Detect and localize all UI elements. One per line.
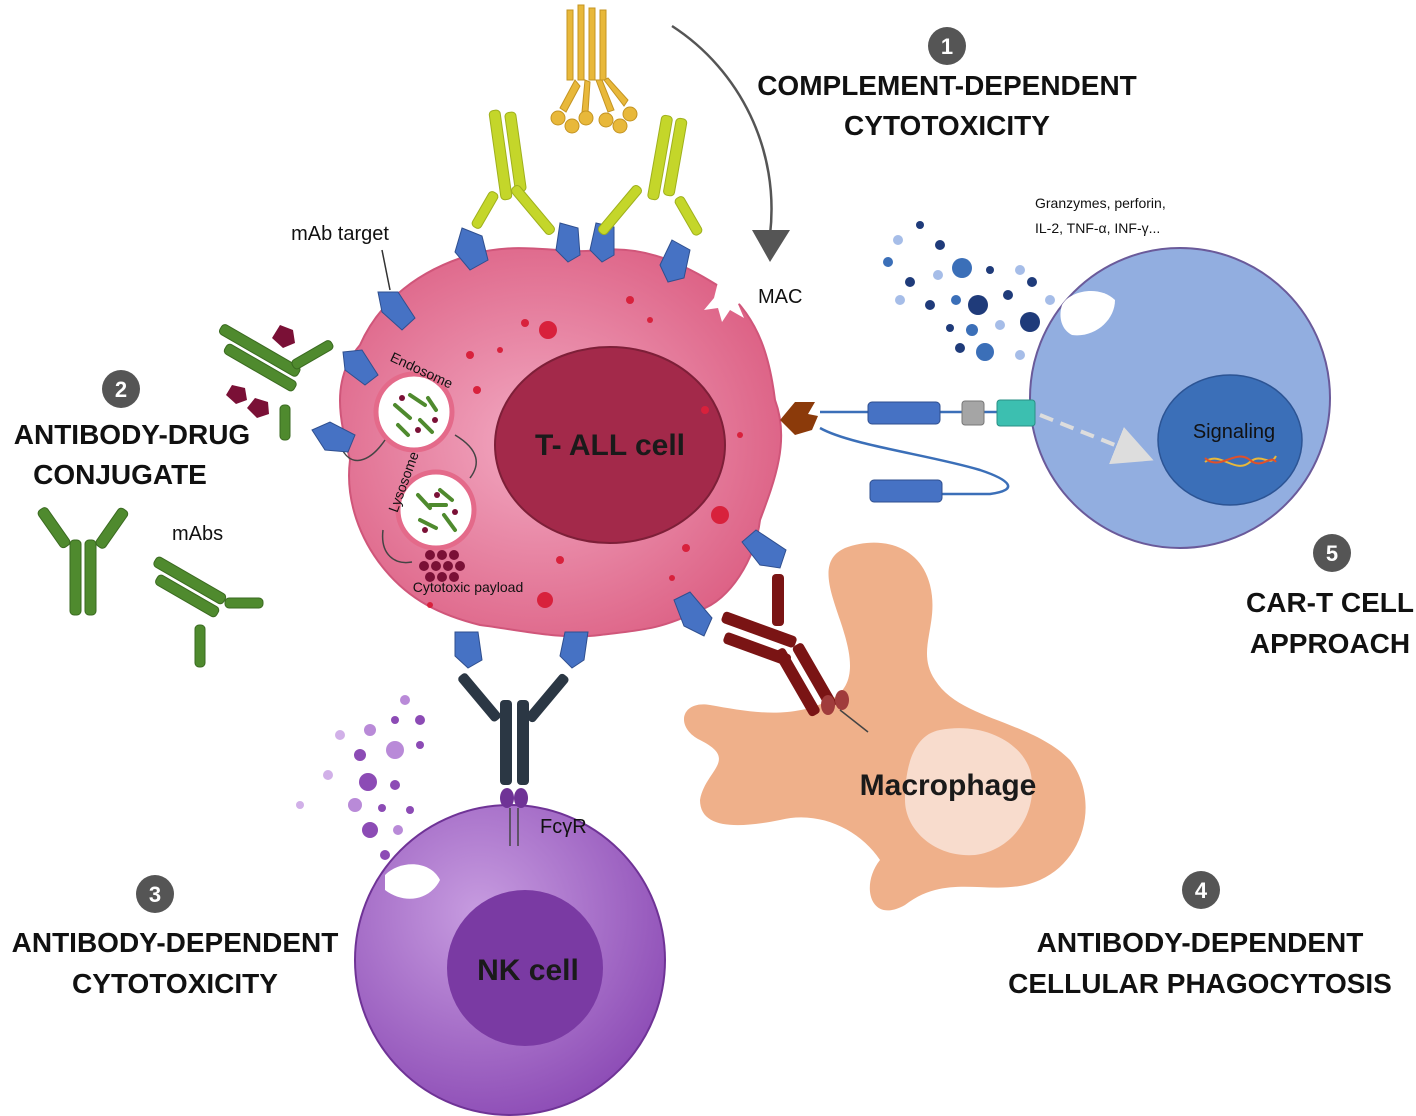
fcyr-receptor [500, 788, 528, 846]
svg-text:1: 1 [941, 34, 953, 59]
adcp-title-line2: CELLULAR PHAGOCYTOSIS [1008, 968, 1392, 999]
car-hinge-domain [961, 400, 985, 426]
cytokines-label-line2: IL-2, TNF-α, INF-γ... [1035, 220, 1160, 236]
nk-nucleus [447, 890, 603, 1046]
dna-icon [1204, 455, 1277, 467]
adcc-antibody [458, 673, 569, 785]
car-extra-domain [869, 479, 943, 503]
cdc-arrow [671, 24, 773, 236]
adc-title-line1: ANTIBODY-DRUG [14, 419, 250, 450]
adcp-antibody [721, 574, 837, 717]
car-construct [780, 399, 1154, 503]
macrophage-fcr [821, 690, 869, 733]
macrophage-label: Macrophage [860, 769, 1037, 802]
adc-badge: 2 [102, 370, 140, 408]
mac-pore [704, 280, 752, 322]
adc-title-line2: CONJUGATE [33, 459, 207, 490]
adcp-badge: 4 [1182, 871, 1220, 909]
fcyr-label: FcγR [540, 816, 587, 838]
mabs-label: mAbs [172, 523, 223, 545]
adcc-title-line2: CYTOTOXICITY [72, 968, 278, 999]
adcc-badge: 3 [136, 875, 174, 913]
free-mab-1 [37, 507, 129, 616]
car-signal-domain [996, 399, 1036, 427]
cart-badge: 5 [1313, 534, 1351, 572]
tall-nucleus [494, 346, 726, 544]
mab-target-label: mAb target [291, 223, 389, 245]
adc-antibody [218, 324, 334, 441]
cart-title-line2: APPROACH [1250, 628, 1410, 659]
endosome: Endosome [373, 349, 456, 453]
macrophage-nucleus [905, 728, 1033, 856]
svg-text:3: 3 [149, 882, 161, 907]
cart-cell: Signaling [1029, 247, 1331, 549]
car-scfv-domain [867, 401, 941, 425]
cytotoxic-payload-label: Cytotoxic payload [413, 579, 524, 595]
cdc-arrow-head [752, 230, 790, 262]
nk-cell-label: NK cell [477, 954, 579, 987]
cart-nucleus [1157, 374, 1303, 506]
tall-vesicles [427, 296, 743, 608]
svg-text:4: 4 [1195, 878, 1208, 903]
cdc-antibody-right [598, 114, 703, 236]
svg-text:2: 2 [115, 377, 127, 402]
adcc-title-line1: ANTIBODY-DEPENDENT [12, 927, 339, 958]
adcp-title-line1: ANTIBODY-DEPENDENT [1037, 927, 1364, 958]
car-binder [780, 402, 818, 435]
signaling-arrow [1039, 413, 1154, 465]
svg-text:5: 5 [1326, 541, 1338, 566]
cdc-title-line1: COMPLEMENT-DEPENDENT [757, 70, 1137, 101]
nk-cell: NK cell [354, 804, 666, 1116]
payload-particles [419, 550, 465, 582]
tall-cell-label: T- ALL cell [535, 429, 685, 462]
mac-label: MAC [758, 286, 802, 308]
mab-target-pointer [381, 249, 391, 291]
cytokines-label-line1: Granzymes, perforin, [1035, 195, 1166, 211]
signaling-label: Signaling [1193, 421, 1275, 443]
cdc-antibody-left [471, 109, 555, 236]
cdc-title-line2: CYTOTOXICITY [844, 110, 1050, 141]
macrophage: Macrophage [683, 542, 1086, 911]
mab-targets [311, 222, 787, 669]
free-mab-2 [153, 556, 264, 668]
complement-c1q [550, 4, 638, 134]
cdc-badge: 1 [928, 27, 966, 65]
cart-title-line1: CAR-T CELL [1246, 587, 1414, 618]
